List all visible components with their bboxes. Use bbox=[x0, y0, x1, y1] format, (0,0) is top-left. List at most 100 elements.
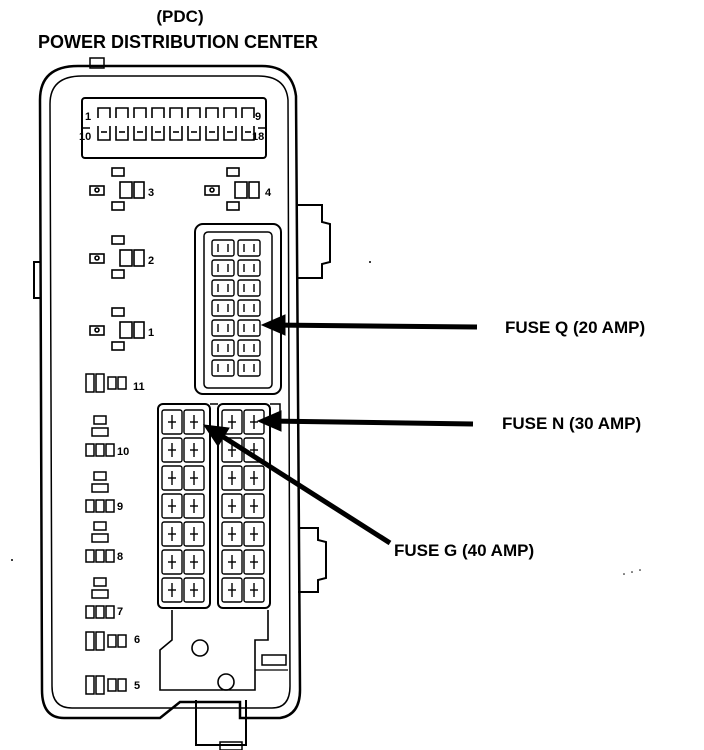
connector-pin bbox=[241, 126, 255, 141]
relay-terminal-dot bbox=[94, 255, 100, 261]
connector-pin bbox=[97, 107, 111, 118]
cartridge-fuse-block bbox=[157, 403, 288, 691]
cartridge-fuse bbox=[183, 521, 205, 547]
pin-label-9: 9 bbox=[255, 111, 261, 123]
relay-terminal bbox=[93, 577, 107, 587]
connector-pin bbox=[223, 107, 237, 118]
scan-specks bbox=[11, 261, 641, 575]
relay-terminal bbox=[91, 533, 109, 543]
mini-fuse bbox=[237, 339, 261, 357]
relay-number-2: 2 bbox=[148, 255, 154, 267]
arrow-fuse-g bbox=[212, 428, 392, 546]
relay-terminal bbox=[89, 185, 105, 196]
cartridge-fuse bbox=[183, 465, 205, 491]
cartridge-fuse bbox=[221, 409, 243, 435]
cartridge-fuse bbox=[183, 549, 205, 575]
relay-terminal-dot bbox=[209, 187, 215, 193]
mini-fuse bbox=[211, 359, 235, 377]
cartridge-fuse bbox=[243, 577, 265, 603]
relay-terminal bbox=[119, 181, 133, 199]
connector-pin bbox=[115, 126, 129, 141]
mini-fuse bbox=[211, 279, 235, 297]
cartridge-fuse bbox=[183, 437, 205, 463]
relay-terminal bbox=[89, 253, 105, 264]
relay-terminal bbox=[85, 631, 95, 651]
pin-label-18: 18 bbox=[252, 131, 264, 143]
relay-terminal bbox=[133, 181, 145, 199]
relay-number-4: 4 bbox=[265, 187, 272, 199]
relay-terminal bbox=[133, 321, 145, 339]
mini-fuse bbox=[211, 319, 235, 337]
connector-pin bbox=[97, 126, 111, 141]
cartridge-fuse bbox=[221, 577, 243, 603]
relay-terminal bbox=[95, 549, 105, 563]
mini-fuse bbox=[211, 239, 235, 257]
mini-fuse bbox=[237, 299, 261, 317]
large-relays bbox=[89, 167, 260, 351]
relay-terminal bbox=[111, 167, 125, 177]
cartridge-fuse bbox=[221, 549, 243, 575]
relay-terminal bbox=[111, 341, 125, 351]
relay-terminal bbox=[85, 373, 95, 393]
callout-fuse-n: FUSE N (30 AMP) bbox=[502, 414, 641, 433]
arrow-head-fuse-q bbox=[260, 314, 286, 336]
relay-terminal bbox=[107, 376, 117, 390]
relay-terminal bbox=[85, 499, 95, 513]
mini-fuse bbox=[211, 259, 235, 277]
mini-fuse bbox=[211, 339, 235, 357]
connector-pin bbox=[169, 126, 183, 141]
relay-terminal bbox=[111, 201, 125, 211]
relay-terminal bbox=[91, 427, 109, 437]
relay-terminal bbox=[111, 269, 125, 279]
relay-terminal bbox=[105, 549, 115, 563]
relay-terminal bbox=[119, 321, 133, 339]
relay-terminal bbox=[95, 499, 105, 513]
relay-terminal bbox=[111, 235, 125, 245]
relay-terminal bbox=[85, 675, 95, 695]
relay-number-6: 6 bbox=[134, 634, 140, 646]
relay-terminal bbox=[95, 443, 105, 457]
relay-terminal bbox=[119, 249, 133, 267]
relay-terminal bbox=[234, 181, 248, 199]
mini-fuse bbox=[237, 359, 261, 377]
connector-pin bbox=[133, 126, 147, 141]
cartridge-fuse bbox=[221, 465, 243, 491]
relay-terminal bbox=[95, 675, 105, 695]
mini-fuse bbox=[237, 319, 261, 337]
relay-number-1: 1 bbox=[148, 327, 154, 339]
relay-terminal bbox=[91, 589, 109, 599]
connector-pin bbox=[187, 107, 201, 118]
connector-pin bbox=[241, 107, 255, 118]
cartridge-fuse bbox=[161, 549, 183, 575]
callout-fuse-g: FUSE G (40 AMP) bbox=[394, 541, 534, 560]
relay-terminal-dot bbox=[94, 187, 100, 193]
title-full: POWER DISTRIBUTION CENTER bbox=[38, 32, 318, 52]
relay-terminal bbox=[85, 549, 95, 563]
relay-terminal bbox=[95, 631, 105, 651]
cartridge-fuse bbox=[243, 549, 265, 575]
relay-terminal bbox=[117, 634, 127, 648]
connector-pin bbox=[115, 107, 129, 118]
relay-terminal bbox=[91, 483, 109, 493]
relay-terminal bbox=[117, 678, 127, 692]
connector-pin bbox=[133, 107, 147, 118]
cartridge-fuse bbox=[221, 493, 243, 519]
small-relays bbox=[85, 373, 127, 695]
callout-fuse-q: FUSE Q (20 AMP) bbox=[505, 318, 645, 337]
pdc-housing bbox=[33, 57, 331, 750]
connector-pin bbox=[187, 126, 201, 141]
arrow-fuse-q bbox=[271, 322, 478, 330]
cartridge-fuse bbox=[161, 521, 183, 547]
relay-terminal bbox=[95, 605, 105, 619]
mini-fuse bbox=[237, 259, 261, 277]
cartridge-fuse bbox=[161, 437, 183, 463]
cartridge-fuse bbox=[221, 521, 243, 547]
cartridge-fuse bbox=[183, 409, 205, 435]
relay-number-10: 10 bbox=[117, 446, 129, 458]
cartridge-fuse bbox=[183, 577, 205, 603]
pin-label-1: 1 bbox=[85, 111, 91, 123]
relay-number-11: 11 bbox=[133, 381, 145, 393]
callout-arrows bbox=[202, 314, 478, 546]
mini-fuse bbox=[237, 279, 261, 297]
